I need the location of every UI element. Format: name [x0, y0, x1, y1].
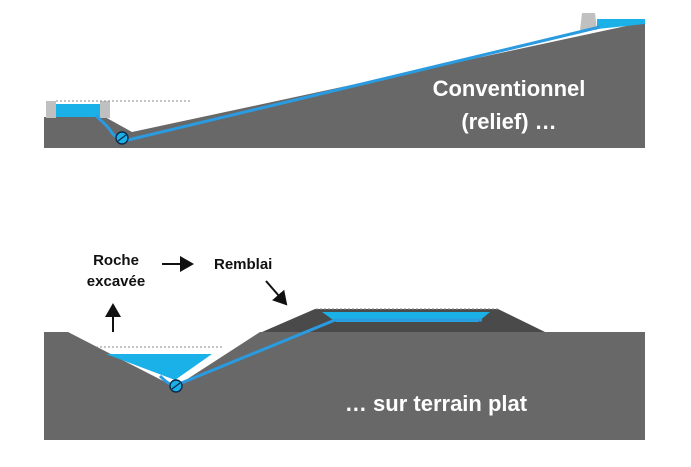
turbine-blade	[171, 382, 181, 390]
top-scheme	[44, 13, 645, 148]
label-embankment: Remblai	[214, 256, 273, 273]
bottom-lower-reservoir	[106, 354, 212, 380]
bottom-scheme	[44, 256, 645, 440]
arrow-down-right-icon	[265, 280, 288, 306]
top-hillside	[44, 22, 645, 148]
top-caption-line2: (relief) …	[461, 109, 557, 134]
top-caption-line1: Conventionnel	[432, 76, 586, 101]
top-upper-wall	[580, 13, 597, 30]
bottom-caption: … sur terrain plat	[344, 391, 528, 416]
label-excavated-rock-line2: excavée	[86, 273, 146, 290]
bottom-terrain	[44, 332, 645, 440]
top-upper-reservoir	[597, 19, 645, 29]
top-lower-wall-right	[100, 101, 110, 118]
top-lower-wall-left	[46, 101, 56, 118]
top-lower-reservoir	[56, 104, 100, 117]
turbine-blade	[117, 134, 127, 142]
label-excavated-rock-line1: Roche	[93, 252, 139, 269]
